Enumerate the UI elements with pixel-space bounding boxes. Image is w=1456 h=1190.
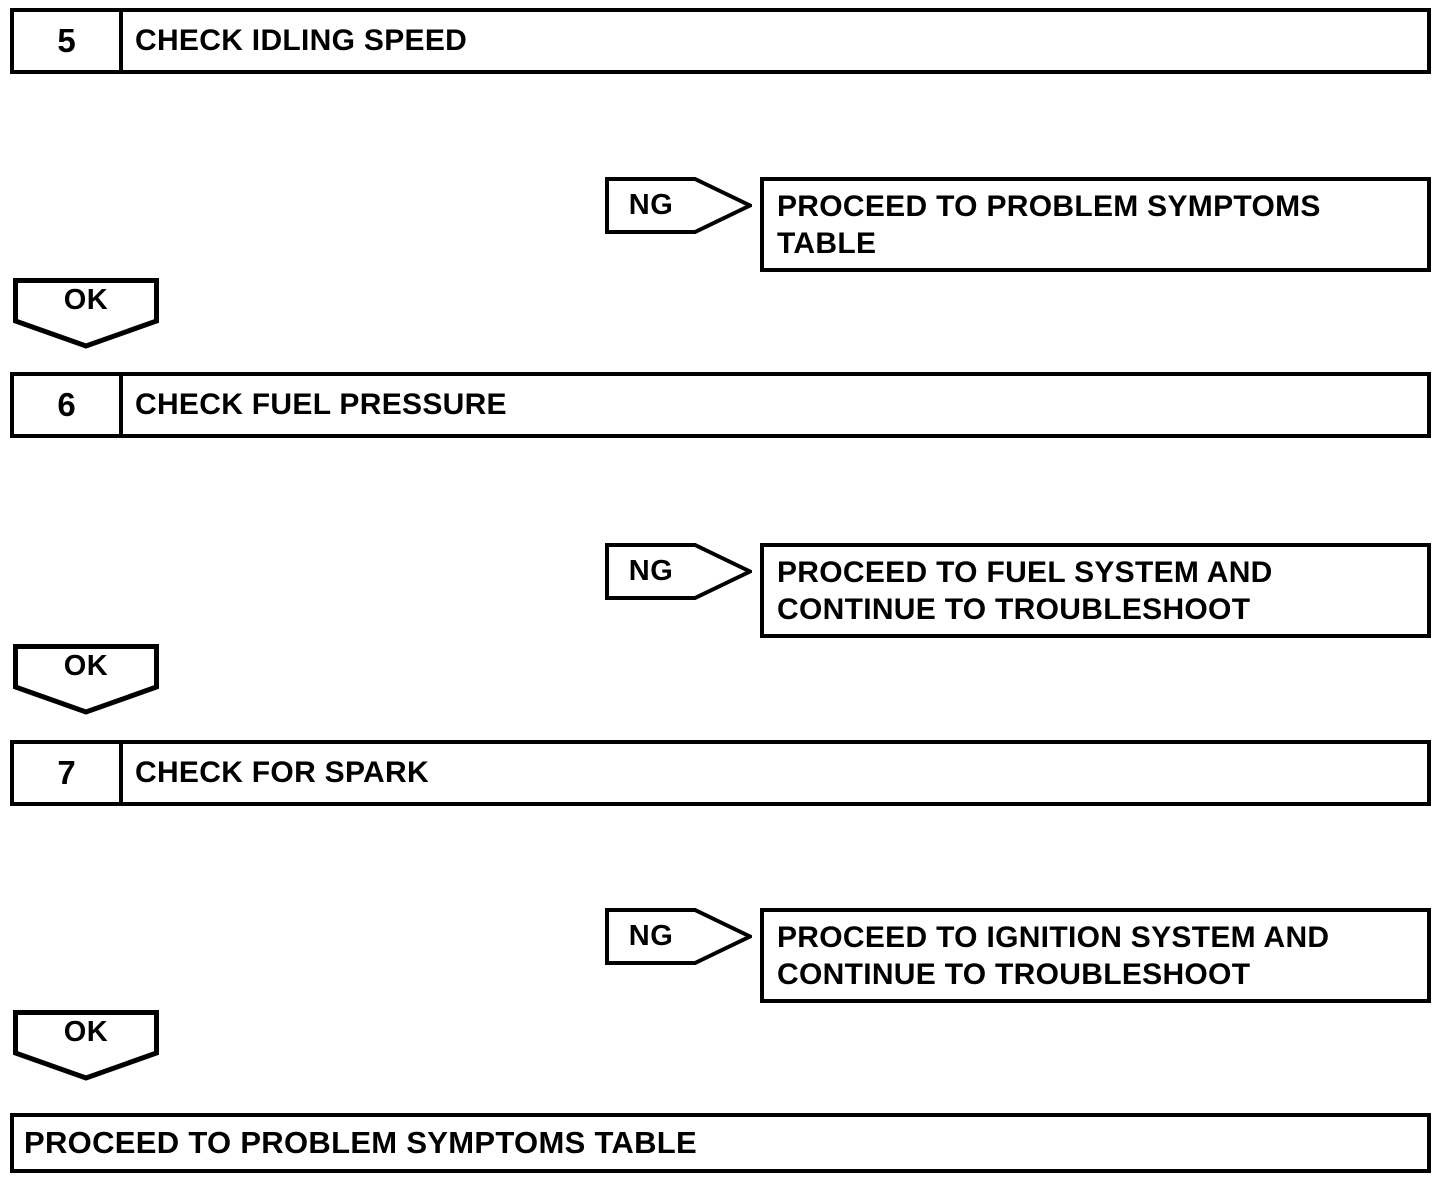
ng-arrow-icon bbox=[605, 543, 752, 600]
ok-arrow-icon bbox=[13, 1010, 159, 1081]
result-line: PROCEED TO PROBLEM SYMPTOMS bbox=[777, 189, 1321, 223]
ng-arrow-icon bbox=[605, 177, 752, 234]
ng-label: NG bbox=[628, 920, 674, 952]
ok-connector: OK bbox=[13, 278, 159, 349]
result-line: CONTINUE TO TROUBLESHOOT bbox=[777, 592, 1251, 626]
ng-result-box: PROCEED TO PROBLEM SYMPTOMS TABLE bbox=[760, 177, 1431, 272]
ng-arrow-icon bbox=[605, 908, 752, 965]
ng-connector: NG bbox=[605, 177, 752, 234]
step-title: CHECK FOR SPARK bbox=[135, 756, 429, 789]
step-title: CHECK FUEL PRESSURE bbox=[135, 388, 507, 421]
ng-result-box: PROCEED TO IGNITION SYSTEM AND CONTINUE … bbox=[760, 908, 1431, 1003]
ok-arrow-icon bbox=[13, 644, 159, 715]
step-box-6: 6 CHECK FUEL PRESSURE bbox=[10, 372, 1431, 438]
result-line: PROCEED TO IGNITION SYSTEM AND bbox=[777, 920, 1330, 954]
ok-connector: OK bbox=[13, 1010, 159, 1081]
ok-label: OK bbox=[63, 1016, 109, 1048]
step-box-5: 5 CHECK IDLING SPEED bbox=[10, 8, 1431, 74]
ok-connector: OK bbox=[13, 644, 159, 715]
step-box-7: 7 CHECK FOR SPARK bbox=[10, 740, 1431, 806]
step-number: 7 bbox=[14, 744, 123, 802]
ok-label: OK bbox=[63, 284, 109, 316]
final-action-box: PROCEED TO PROBLEM SYMPTOMS TABLE bbox=[10, 1113, 1431, 1173]
ng-connector: NG bbox=[605, 543, 752, 600]
ng-result-box: PROCEED TO FUEL SYSTEM AND CONTINUE TO T… bbox=[760, 543, 1431, 638]
ok-arrow-icon bbox=[13, 278, 159, 349]
ng-label: NG bbox=[628, 555, 674, 587]
result-line: CONTINUE TO TROUBLESHOOT bbox=[777, 957, 1251, 991]
ng-label: NG bbox=[628, 189, 674, 221]
ng-connector: NG bbox=[605, 908, 752, 965]
ok-label: OK bbox=[63, 650, 109, 682]
step-number: 6 bbox=[14, 376, 123, 434]
step-title: CHECK IDLING SPEED bbox=[135, 24, 468, 57]
result-line: TABLE bbox=[777, 226, 877, 260]
step-number: 5 bbox=[14, 12, 123, 70]
result-line: PROCEED TO FUEL SYSTEM AND bbox=[777, 555, 1273, 589]
